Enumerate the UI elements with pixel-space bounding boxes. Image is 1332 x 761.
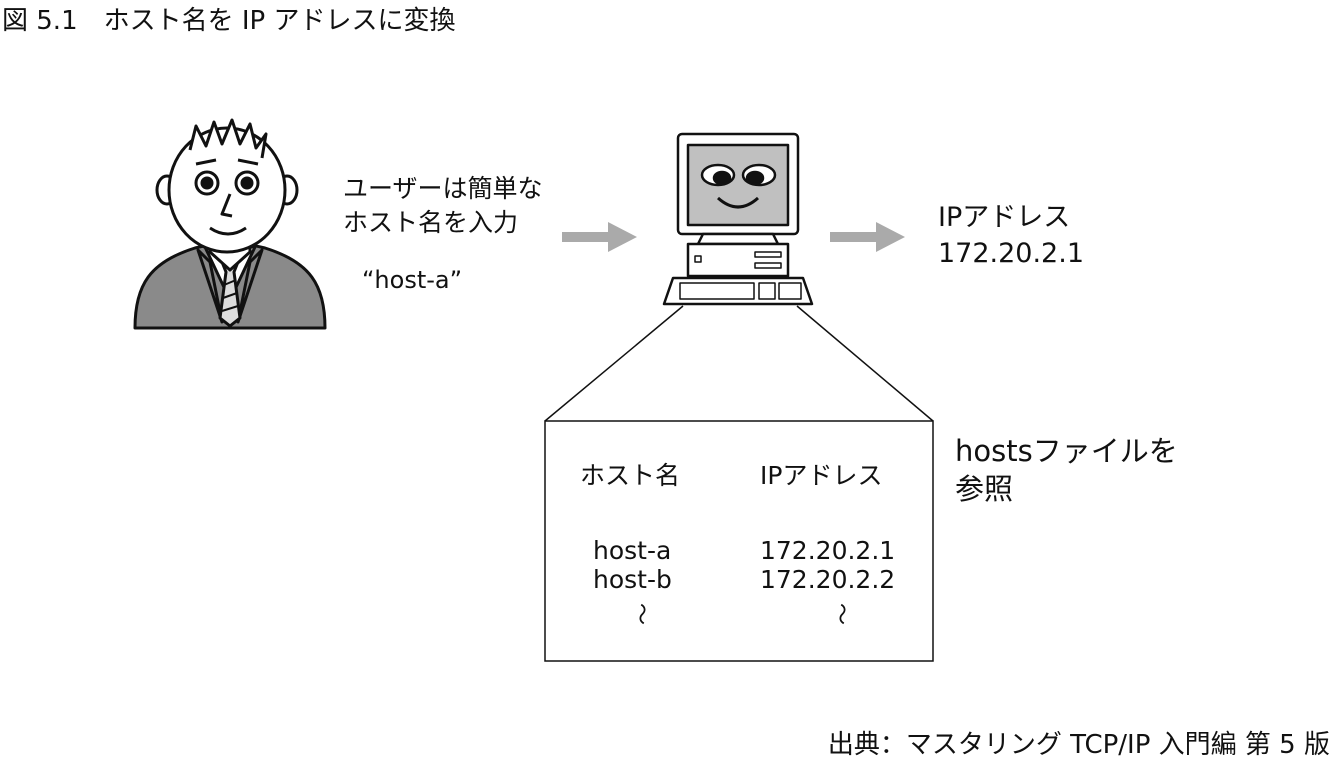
- computer-icon: [662, 132, 814, 306]
- hosts-ellipsis-hostname: 〜: [628, 602, 654, 626]
- hosts-row-2-hostname: host-b: [593, 565, 672, 594]
- hosts-file-note-line2: 参照: [955, 472, 1014, 506]
- hosts-row-2-ip: 172.20.2.2: [760, 565, 896, 594]
- user-caption-line1: ユーザーは簡単な: [343, 174, 543, 203]
- hosts-callout: [544, 305, 934, 662]
- hosts-ellipsis-ip: 〜: [828, 602, 854, 626]
- person-icon: [133, 118, 327, 330]
- arrow-right-icon: [830, 222, 905, 252]
- user-caption-line2: ホスト名を入力: [343, 208, 519, 237]
- hosts-header-ip: IPアドレス: [760, 461, 883, 490]
- result-value: 172.20.2.1: [938, 238, 1084, 269]
- source-credit: 出典：マスタリング TCP/IP 入門編 第 5 版: [827, 730, 1330, 760]
- figure-title: 図 5.1 ホスト名を IP アドレスに変換: [2, 6, 456, 36]
- hosts-file-note: hostsファイルを 参照: [955, 432, 1178, 508]
- arrow-right-icon: [562, 222, 637, 252]
- hosts-row-1-ip: 172.20.2.1: [760, 536, 896, 565]
- hosts-file-note-line1: hostsファイルを: [955, 434, 1178, 468]
- result-label: IPアドレス: [938, 202, 1071, 233]
- user-caption: ユーザーは簡単な ホスト名を入力: [343, 172, 543, 240]
- hosts-header-hostname: ホスト名: [580, 461, 681, 490]
- result-ip: IPアドレス 172.20.2.1: [938, 200, 1084, 272]
- hosts-row-1-hostname: host-a: [593, 536, 672, 565]
- quoted-hostname: “host-a”: [362, 266, 463, 294]
